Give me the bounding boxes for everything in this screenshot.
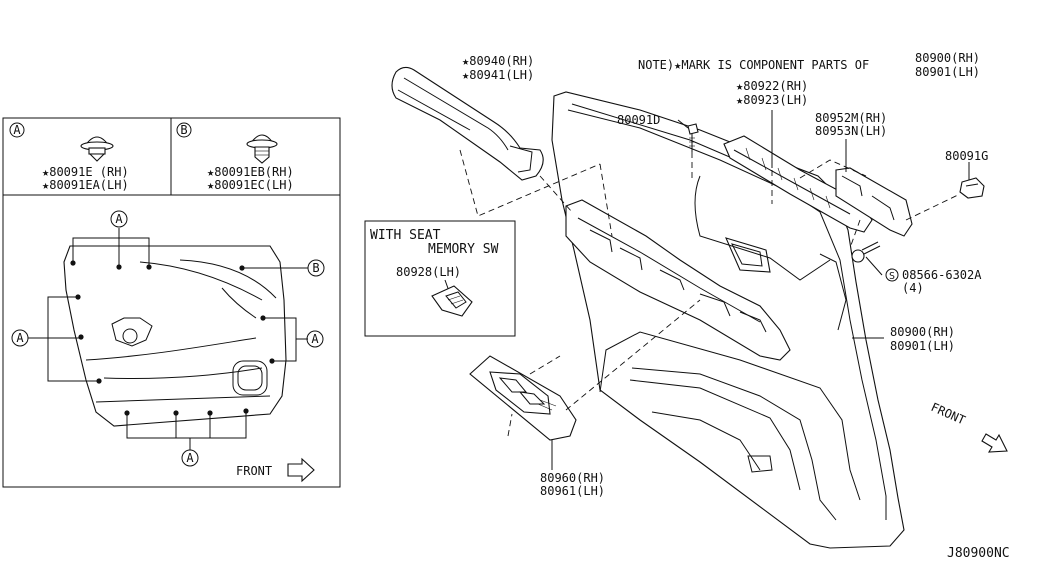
- armrest-base: [565, 199, 791, 361]
- callout-a-marker: [110, 210, 128, 228]
- label-80952m-rh: 80952M(RH): [815, 111, 887, 125]
- label-80923-lh: ★80923(LH): [736, 93, 808, 107]
- screw-symbol-s: [885, 268, 899, 282]
- part-labels: ★80940(RH) ★80941(LH) NOTE)★MARK IS COMP…: [462, 51, 988, 498]
- callout-b-letter: B: [180, 123, 187, 137]
- label-80091d: 80091D: [617, 113, 660, 127]
- seat-memory-box: WITH SEAT MEMORY SW 80928(LH): [364, 220, 516, 337]
- door-trim-back-view: [63, 245, 287, 427]
- seat-memory-title-2: MEMORY SW: [428, 242, 499, 257]
- callout-b-marker: [176, 122, 192, 138]
- callout-letter: A: [115, 212, 123, 226]
- screw-s-letter: S: [889, 271, 895, 282]
- left-inset-panel: A ★80091E (RH) ★80091EA(LH) B ★80091EB(R…: [2, 117, 341, 488]
- front-arrow-icon: [981, 433, 1008, 453]
- label-80941-lh: ★80941(LH): [462, 68, 534, 82]
- callout-a-marker: [181, 449, 199, 467]
- seat-memory-title-1: WITH SEAT: [370, 228, 441, 243]
- note-part-lh: 80901(LH): [915, 65, 980, 79]
- callout-letter: A: [16, 331, 24, 345]
- clip-a-cell: A ★80091E (RH) ★80091EA(LH): [9, 122, 129, 192]
- callout-letter: B: [312, 261, 319, 275]
- power-window-switch-finisher: [469, 355, 577, 441]
- label-leaders: [551, 110, 970, 470]
- note-label: NOTE)★MARK IS COMPONENT PARTS OF: [638, 58, 869, 72]
- callout-b-marker: [307, 259, 325, 277]
- memory-switch-part-label: 80928(LH): [396, 265, 461, 279]
- main-front-label: FRONT: [929, 400, 968, 427]
- armrest-upper-finisher: [391, 66, 544, 181]
- clip-b-cell: B ★80091EB(RH) ★80091EC(LH): [176, 122, 294, 192]
- callout-a-letter: A: [13, 123, 21, 137]
- clip-80091g-icon: [959, 177, 985, 199]
- clip-a-label-lh: ★80091EA(LH): [42, 178, 129, 192]
- label-80961-lh: 80961(LH): [540, 484, 605, 498]
- label-08566: 08566-6302A: [902, 268, 982, 282]
- label-80900-rh: 80900(RH): [890, 325, 955, 339]
- callout-letter: A: [311, 332, 319, 346]
- diagram-code: J80900NC: [947, 546, 1010, 561]
- callout-leaders: [28, 228, 308, 450]
- label-80091g: 80091G: [945, 149, 988, 163]
- label-80940-rh: ★80940(RH): [462, 54, 534, 68]
- door-trim-bracket: [835, 167, 913, 237]
- clip-b-label-lh: ★80091EC(LH): [207, 178, 294, 192]
- screw-08566-icon: [851, 241, 881, 263]
- callout-a-marker: [11, 329, 29, 347]
- callout-a-marker: [306, 330, 324, 348]
- label-80922-rh: ★80922(RH): [736, 79, 808, 93]
- label-80960-rh: 80960(RH): [540, 471, 605, 485]
- label-80953n-lh: 80953N(LH): [815, 124, 887, 138]
- label-08566-qty: (4): [902, 281, 924, 295]
- inset-front-label: FRONT: [236, 464, 272, 478]
- inset-callouts: A B A A A: [11, 210, 325, 467]
- clip-b-label-rh: ★80091EB(RH): [207, 165, 294, 179]
- memory-switch-icon: [431, 285, 473, 317]
- label-80901-lh: 80901(LH): [890, 339, 955, 353]
- assembly-guide-lines: [459, 149, 961, 437]
- seat-memory-frame: [364, 220, 516, 337]
- clip-a-icon: [80, 136, 114, 162]
- inset-front-indicator: FRONT: [236, 457, 315, 483]
- front-arrow-icon: [287, 457, 315, 483]
- note-part-rh: 80900(RH): [915, 51, 980, 65]
- clip-a-label-rh: ★80091E (RH): [42, 165, 129, 179]
- clip-locations: [70, 260, 275, 416]
- callout-letter: A: [186, 451, 194, 465]
- clip-dot: [78, 334, 84, 340]
- callout-a-marker: [9, 122, 25, 138]
- main-front-indicator: FRONT: [929, 400, 1008, 453]
- screw-80091d-icon: [687, 123, 699, 152]
- clip-b-icon: [246, 134, 278, 164]
